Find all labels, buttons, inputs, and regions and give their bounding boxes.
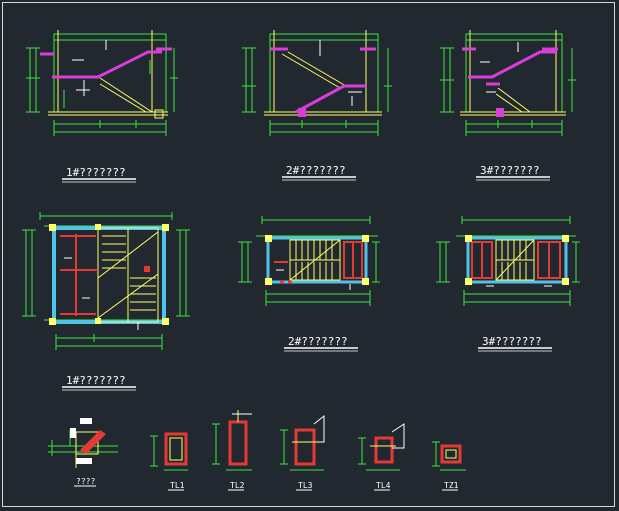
caption-plan-1: 1#??????? xyxy=(62,374,136,391)
caption-text: 1#??????? xyxy=(66,374,126,387)
caption-text: 3#??????? xyxy=(480,164,540,177)
stair-section-2[interactable] xyxy=(242,30,392,136)
caption-text: 2#??????? xyxy=(288,335,348,348)
stair-section-3[interactable] xyxy=(440,30,576,136)
caption-section-1: 1#??????? xyxy=(62,166,136,183)
detail-tl4[interactable]: TL4 xyxy=(358,423,405,491)
caption-text: 1#??????? xyxy=(66,166,126,179)
detail-stair-node[interactable]: ???? xyxy=(48,418,118,487)
stair-plan-1[interactable] xyxy=(22,212,190,350)
detail-label: TZ1 xyxy=(444,481,459,490)
detail-tl3[interactable]: TL3 xyxy=(280,414,325,491)
detail-tl1[interactable]: TL1 xyxy=(150,432,188,491)
stair-plan-3[interactable] xyxy=(436,216,580,306)
detail-label: ???? xyxy=(76,477,95,486)
detail-tz1[interactable]: TZ1 xyxy=(432,441,466,491)
detail-label: TL1 xyxy=(170,481,185,490)
caption-plan-3: 3#??????? xyxy=(478,335,552,352)
stair-plan-2[interactable] xyxy=(238,216,380,306)
caption-text: 3#??????? xyxy=(482,335,542,348)
stair-section-1[interactable] xyxy=(26,30,178,136)
detail-label: TL3 xyxy=(298,481,313,490)
detail-tl2[interactable]: TL2 xyxy=(212,410,252,491)
caption-text: 2#??????? xyxy=(286,164,346,177)
detail-label: TL2 xyxy=(230,481,245,490)
detail-label: TL4 xyxy=(376,481,391,490)
caption-section-2: 2#??????? xyxy=(282,164,356,181)
caption-section-3: 3#??????? xyxy=(476,164,550,181)
caption-plan-2: 2#??????? xyxy=(284,335,358,352)
